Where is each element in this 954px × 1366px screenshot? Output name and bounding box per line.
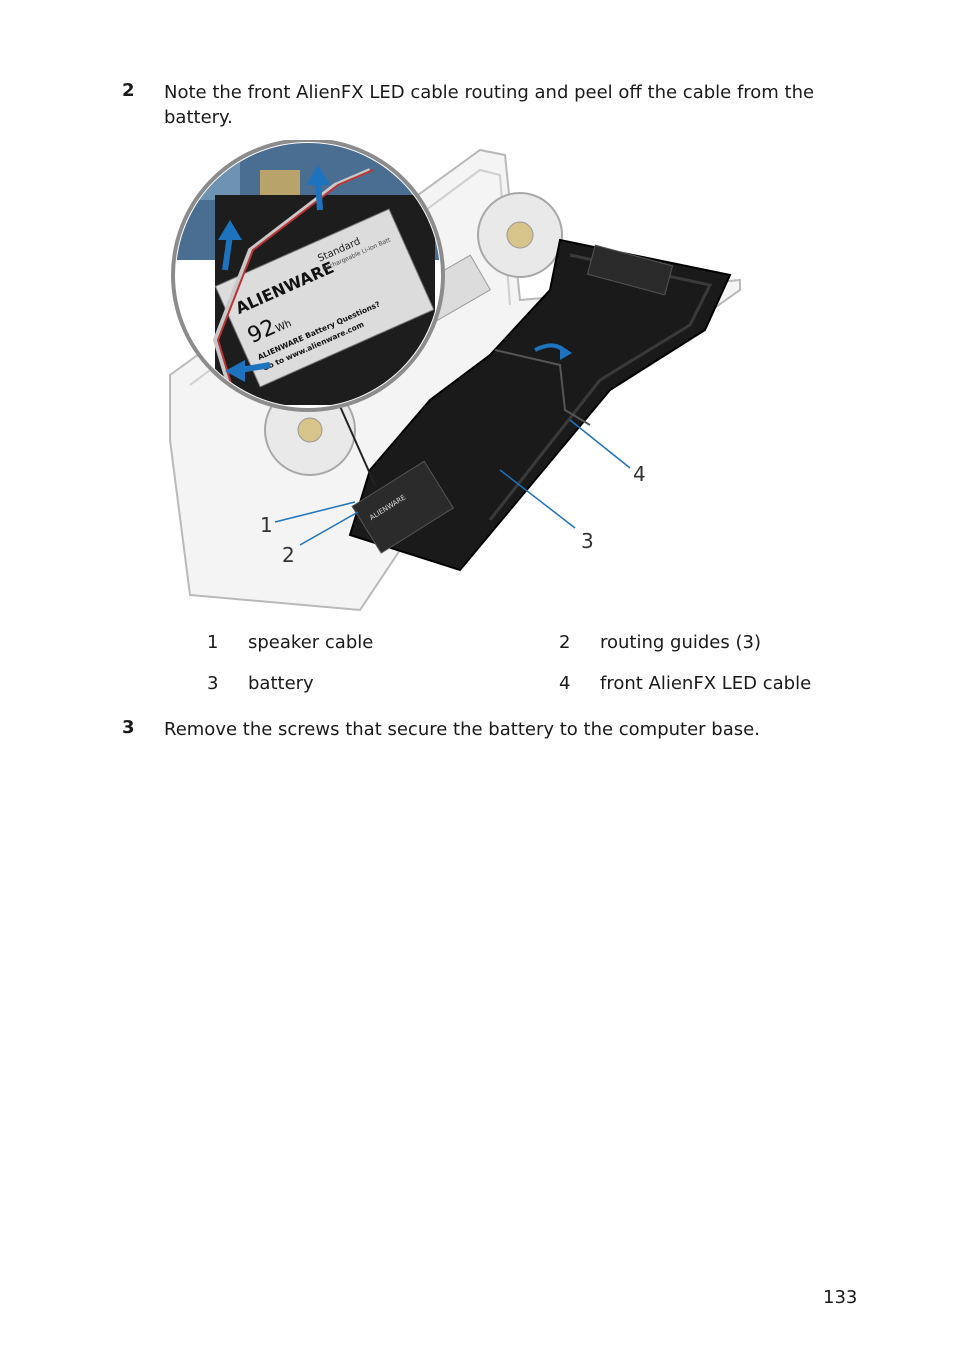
callout-2-line: [299, 511, 359, 546]
legend-number: 2: [559, 632, 571, 653]
legend-label: routing guides (3): [600, 632, 761, 653]
callout-4-line: [569, 419, 631, 469]
callout-1-line: [274, 501, 356, 523]
callout-3-line: [499, 469, 576, 529]
battery-removal-illustration: ALIENWARE ALIENWARE Standard Rechargeabl…: [169, 140, 741, 612]
step-number: 3: [122, 717, 135, 738]
zoom-arrow-left-icon: [225, 360, 245, 382]
legend-label: battery: [248, 673, 314, 694]
page-number: 133: [823, 1287, 858, 1308]
legend-label: speaker cable: [248, 632, 374, 653]
callout-3-label: 3: [581, 529, 594, 553]
zoom-callout: ALIENWARE Standard Rechargeable Li-ion B…: [171, 140, 445, 486]
step-text: Note the front AlienFX LED cable routing…: [164, 82, 815, 128]
step-number: 2: [122, 80, 135, 101]
callout-4-label: 4: [633, 462, 646, 486]
peel-arrow-icon: [560, 345, 572, 360]
legend-number: 3: [207, 673, 219, 694]
legend-number: 1: [207, 632, 219, 653]
callout-1-label: 1: [260, 513, 273, 537]
battery: ALIENWARE: [348, 238, 732, 572]
zoom-arrow-up-left-icon: [218, 220, 242, 240]
legend-number: 4: [559, 673, 571, 694]
step-text: Remove the screws that secure the batter…: [164, 719, 760, 740]
zoom-arrow-up-right-icon: [306, 165, 330, 185]
callout-2-label: 2: [282, 543, 295, 567]
legend-label: front AlienFX LED cable: [600, 673, 812, 694]
